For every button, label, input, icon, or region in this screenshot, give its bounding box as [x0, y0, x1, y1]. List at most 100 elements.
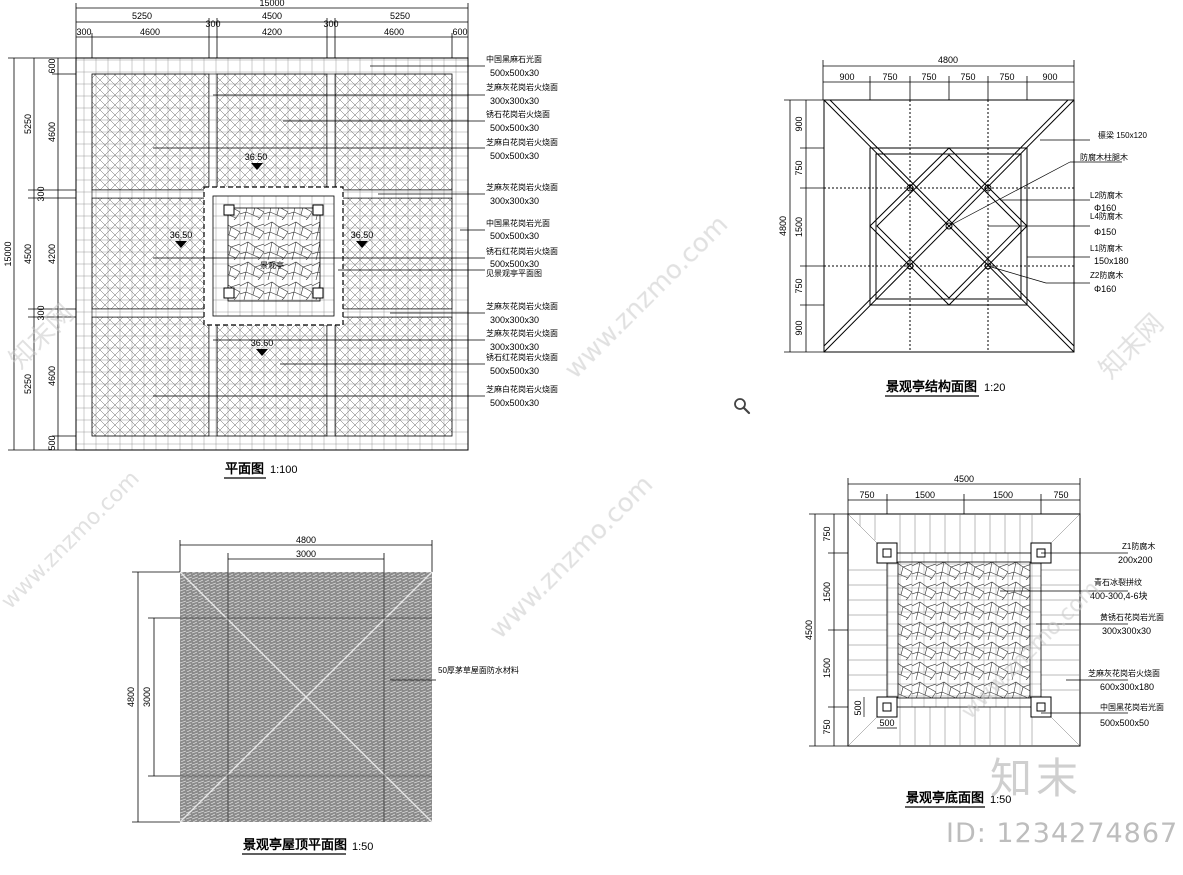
base-notes: Z1防腐木 200x200 青石冰裂拼纹 400-300,4-6块 黄锈石花岗岩…	[1088, 541, 1164, 728]
plan-left-sub: 4200	[47, 244, 57, 264]
level-triangle-icon	[251, 163, 263, 170]
plan-top-sub: 4200	[262, 27, 282, 37]
note-size: 500x500x30	[490, 123, 539, 133]
note-name: 锈石红花岗岩火烧面	[486, 352, 558, 362]
level-triangle-icon	[175, 241, 187, 248]
watermark-id: ID: 1234274867	[946, 818, 1179, 849]
plan-left-sub: 600	[47, 58, 57, 73]
roof-top-sub: 3000	[296, 549, 316, 559]
structure-left-dim: 750	[794, 278, 804, 293]
watermark-brand-mark: 知末	[990, 754, 1083, 803]
roof-view: 4800 3000 4800 3000 50厚茅草屋面防水材料 景观亭屋顶平面图…	[126, 535, 519, 855]
note-text: 檩梁 150x120	[1098, 130, 1147, 140]
roof-gridlines	[180, 572, 432, 822]
plan-level-markers: 36.50 36.50 36.50 36.60	[170, 152, 373, 356]
base-left-dim: 750	[822, 526, 832, 541]
structure-top-dim: 750	[882, 72, 897, 82]
plan-view: 15000 5250 300 4500 300 5250 300 4600 42…	[3, 0, 558, 479]
structure-leaders	[948, 139, 1122, 284]
plan-left-total: 15000	[3, 241, 13, 266]
structure-left-dim: 900	[794, 320, 804, 335]
plan-left-sub: 4600	[47, 122, 57, 142]
plan-top-sub: 300	[76, 27, 91, 37]
note-name: 芝麻白花岗岩火烧面	[486, 384, 558, 394]
plan-top-dim: 300	[205, 19, 220, 29]
plan-left-dim: 4500	[23, 244, 33, 264]
structure-top-dim: 750	[960, 72, 975, 82]
watermark-text: 知末网	[1094, 309, 1170, 385]
note-text: L1防腐木	[1090, 243, 1123, 253]
level-label: 36.60	[251, 338, 274, 348]
note-size: 500x500x50	[1100, 718, 1149, 728]
base-small-dim: 500	[879, 718, 894, 728]
base-top-dim: 750	[1053, 490, 1068, 500]
magnifier-icon[interactable]	[733, 397, 751, 415]
plan-top-dim: 5250	[132, 11, 152, 21]
note-text: Z2防腐木	[1090, 270, 1123, 280]
note-name: 黄锈石花岗岩光面	[1100, 612, 1164, 622]
base-top-dim: 750	[859, 490, 874, 500]
structure-left-dim: 900	[794, 116, 804, 131]
base-small-dim: 500	[853, 700, 863, 715]
structure-top-total: 4800	[938, 55, 958, 65]
note-size: 300x300x30	[490, 196, 539, 206]
plan-top-sub: 4600	[384, 27, 404, 37]
structure-scale: 1:20	[984, 382, 1005, 394]
plan-left-dim: 5250	[23, 374, 33, 394]
note-size: 200x200	[1118, 555, 1153, 565]
note-size: 500x500x30	[490, 259, 539, 269]
base-left-total: 4500	[804, 620, 814, 640]
roof-title: 景观亭屋顶平面图	[243, 837, 347, 852]
note-size: 400-300,4-6块	[1090, 590, 1148, 601]
base-leaders	[1000, 552, 1128, 714]
roof-left-sub: 3000	[142, 687, 152, 707]
plan-left-sub: 4600	[47, 366, 57, 386]
base-top-total: 4500	[954, 474, 974, 484]
note-name: 锈石红花岗岩火烧面	[486, 246, 558, 256]
base-scale: 1:50	[990, 794, 1011, 806]
structure-notes: 檩梁 150x120 防腐木柱腿木 L2防腐木 Φ160 L4防腐木 Φ150 …	[1080, 130, 1147, 294]
note-text: L2防腐木	[1090, 190, 1123, 200]
roof-left-total: 4800	[126, 687, 136, 707]
plan-left-dim: 5250	[23, 114, 33, 134]
base-view: 4500 750 1500 1500 750 4500 750 1500 150…	[804, 474, 1164, 808]
level-triangle-icon	[356, 241, 368, 248]
level-label: 36.50	[170, 230, 193, 240]
plan-top-dim: 4500	[262, 11, 282, 21]
note-text: Φ150	[1094, 227, 1116, 237]
base-left-dim: 1500	[822, 658, 832, 678]
note-text: Φ160	[1094, 203, 1116, 213]
base-stone-paving	[897, 561, 1031, 699]
roof-scale: 1:50	[352, 841, 373, 853]
structure-top-dim: 900	[1042, 72, 1057, 82]
base-left-dim: 1500	[822, 582, 832, 602]
structure-left-dim: 750	[794, 160, 804, 175]
note-size: 300x300x30	[490, 315, 539, 325]
structure-left-total: 4800	[778, 216, 788, 236]
plan-left-sub: 300	[36, 186, 46, 201]
base-board-lines	[847, 513, 1081, 747]
structure-top-dim: 900	[839, 72, 854, 82]
watermark-text: www.znzmo.com	[559, 210, 734, 385]
note-size: 500x500x30	[490, 68, 539, 78]
note-text: L4防腐木	[1090, 211, 1123, 221]
note-name: 中国黑花岗岩光面	[1100, 702, 1164, 712]
note-name: 锈石花岗岩火烧面	[486, 109, 550, 119]
plan-top-sub: 600	[452, 27, 467, 37]
base-title: 景观亭底面图	[906, 790, 984, 805]
note-size: 500x500x30	[490, 151, 539, 161]
plan-title: 平面图	[225, 461, 264, 476]
roof-ridges	[179, 571, 433, 823]
note-size: 500x500x30	[490, 231, 539, 241]
plan-top-total: 15000	[259, 0, 284, 8]
structure-top-dim: 750	[921, 72, 936, 82]
watermark-text: www.znzmo.com	[0, 466, 145, 614]
note-size: 300x300x30	[490, 96, 539, 106]
note-name: 青石冰裂拼纹	[1094, 577, 1142, 587]
level-triangle-icon	[256, 349, 268, 356]
note-name: 芝麻灰花岗岩火烧面	[486, 82, 558, 92]
note-size: 300x300x30	[490, 342, 539, 352]
plan-material-notes: 中国黑麻石光面 500x500x30 芝麻灰花岗岩火烧面 300x300x30 …	[486, 54, 558, 408]
structure-top-dim: 750	[999, 72, 1014, 82]
note-size: 300x300x30	[1102, 626, 1151, 636]
